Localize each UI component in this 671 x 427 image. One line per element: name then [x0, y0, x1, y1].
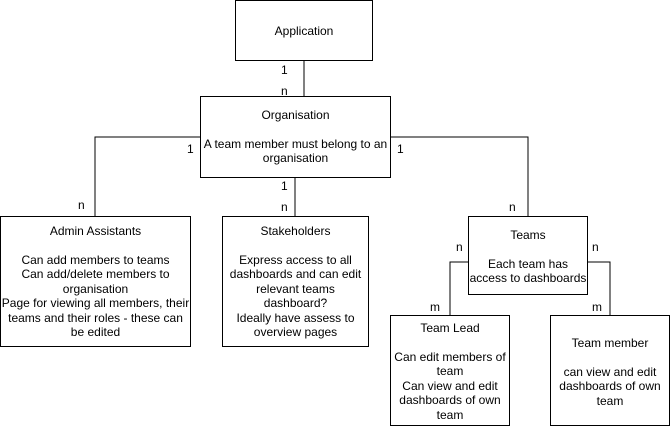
node-admin-assistants-text: teams and their roles - these can: [8, 310, 183, 325]
node-team-lead[interactable]: Team Lead Can edit members of team Can v…: [390, 315, 510, 426]
node-teams-text: access to dashboards: [469, 271, 587, 285]
cardinality-label: n: [78, 198, 85, 212]
node-organisation[interactable]: Organisation A team member must belong t…: [200, 96, 391, 178]
edge-teams-lead: [449, 261, 468, 315]
node-teams[interactable]: Teams Each team has access to dashboards: [468, 216, 588, 295]
cardinality-label: m: [430, 300, 440, 314]
edge-teams-member: [588, 261, 611, 315]
cardinality-label: 1: [397, 142, 404, 156]
node-stakeholders-text: Ideally have assess to: [236, 310, 355, 325]
node-team-member[interactable]: Team member can view and edit dashboards…: [550, 315, 670, 426]
node-admin-assistants-title: Admin Assistants: [49, 224, 142, 238]
cardinality-label: n: [592, 240, 599, 254]
node-admin-assistants-text: be edited: [70, 325, 121, 339]
cardinality-label: n: [281, 84, 288, 98]
node-team-lead-text: dashboards of own: [399, 393, 501, 407]
node-team-member-title: Team member: [571, 336, 649, 350]
node-team-lead-title: Team Lead: [420, 321, 480, 335]
node-stakeholders[interactable]: Stakeholders Express access to all dashb…: [222, 216, 369, 347]
node-admin-assistants-text: Can add/delete members to: [21, 267, 170, 281]
node-stakeholders-text: dashboards and can edit: [229, 267, 362, 281]
node-team-lead-text: Can view and edit: [402, 378, 498, 393]
node-stakeholders-text: dashboard?: [263, 296, 328, 310]
node-admin-assistants-text: organisation: [62, 281, 129, 296]
node-team-lead-text: team: [436, 407, 464, 422]
cardinality-label: m: [592, 300, 602, 314]
cardinality-label: n: [509, 200, 516, 214]
cardinality-label: n: [281, 200, 288, 214]
node-teams-text: Each team has: [487, 256, 569, 271]
node-application-title: Application: [274, 24, 334, 38]
node-admin-assistants[interactable]: Admin Assistants Can add members to team…: [0, 216, 191, 347]
node-organisation-text: organisation: [262, 151, 329, 165]
node-stakeholders-title: Stakeholders: [260, 224, 331, 238]
node-team-member-text: can view and edit: [563, 364, 657, 379]
node-admin-assistants-text: Page for viewing all members, their: [1, 296, 190, 310]
cardinality-label: 1: [281, 179, 288, 193]
cardinality-label: n: [456, 240, 463, 254]
node-stakeholders-text: Express access to all: [239, 252, 352, 267]
node-stakeholders-text: overview pages: [253, 325, 338, 339]
node-teams-title: Teams: [510, 228, 546, 242]
edge-organisation-admin: [94, 136, 200, 216]
node-application[interactable]: Application: [235, 0, 373, 61]
edge-organisation-teams: [391, 136, 529, 216]
node-team-member-text: dashboards of own: [559, 379, 661, 393]
node-team-lead-text: team: [436, 364, 464, 378]
node-organisation-text: A team member must belong to an: [203, 136, 388, 151]
node-organisation-title: Organisation: [261, 108, 330, 122]
node-team-member-text: team: [596, 393, 624, 408]
node-team-lead-text: Can edit members of: [394, 349, 506, 364]
cardinality-label: 1: [281, 63, 288, 77]
cardinality-label: 1: [187, 142, 194, 156]
node-stakeholders-text: relevant teams: [256, 281, 335, 296]
node-admin-assistants-text: Can add members to teams: [21, 252, 170, 267]
